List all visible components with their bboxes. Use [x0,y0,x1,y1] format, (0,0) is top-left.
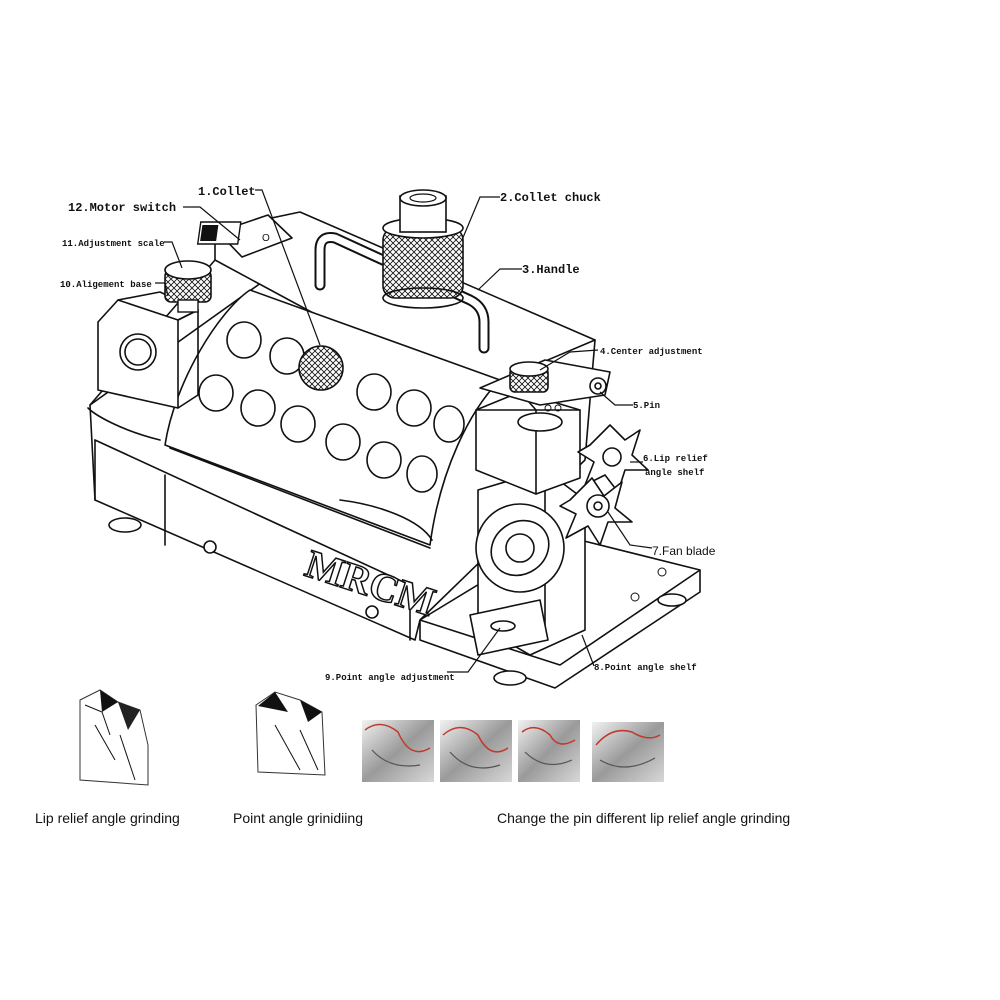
svg-text:O: O [262,233,270,244]
caption-lip-relief: Lip relief angle grinding [35,810,180,826]
drill-tip-lip-relief [79,689,149,786]
drill-tip-point-angle [255,691,326,776]
drill-tip-photo-1 [362,720,434,782]
wheel-cover [87,289,501,549]
drill-tip-photo-2 [440,720,512,782]
label-lip-relief: 6.Lip relief [643,454,708,464]
caption-change-pin: Change the pin different lip relief angl… [497,810,791,826]
drill-tip-photo-4 [592,722,664,782]
label-pin: 5.Pin [633,401,660,411]
adjustment-scale-icon[interactable] [164,260,212,313]
label-lip-relief-2: angle shelf [645,468,704,478]
label-collet-chuck: 2.Collet chuck [500,191,601,205]
collet-icon [298,345,344,391]
fan-blade-icon [559,424,649,546]
collet-chuck-icon [382,189,464,309]
right-assembly [469,359,649,656]
caption-point-angle: Point angle grinidiing [233,810,363,826]
drill-tip-photo-3 [518,720,580,782]
label-center-adjustment: 4.Center adjustment [600,347,703,357]
label-handle: 3.Handle [522,263,580,277]
label-fan-blade: 7.Fan blade [652,544,716,558]
label-motor-switch: 12.Motor switch [68,201,176,215]
alignment-base-icon [97,291,199,409]
leader-lines [155,189,653,673]
label-alignment-base: 10.Aligement base [60,280,152,290]
label-adjustment-scale: 11.Adjustment scale [62,239,165,249]
motor-switch-icon[interactable]: O [196,214,293,258]
label-point-angle-shelf: 8.Point angle shelf [594,663,697,673]
label-point-angle-adjustment: 9.Point angle adjustment [325,673,455,683]
label-collet: 1.Collet [198,185,256,199]
